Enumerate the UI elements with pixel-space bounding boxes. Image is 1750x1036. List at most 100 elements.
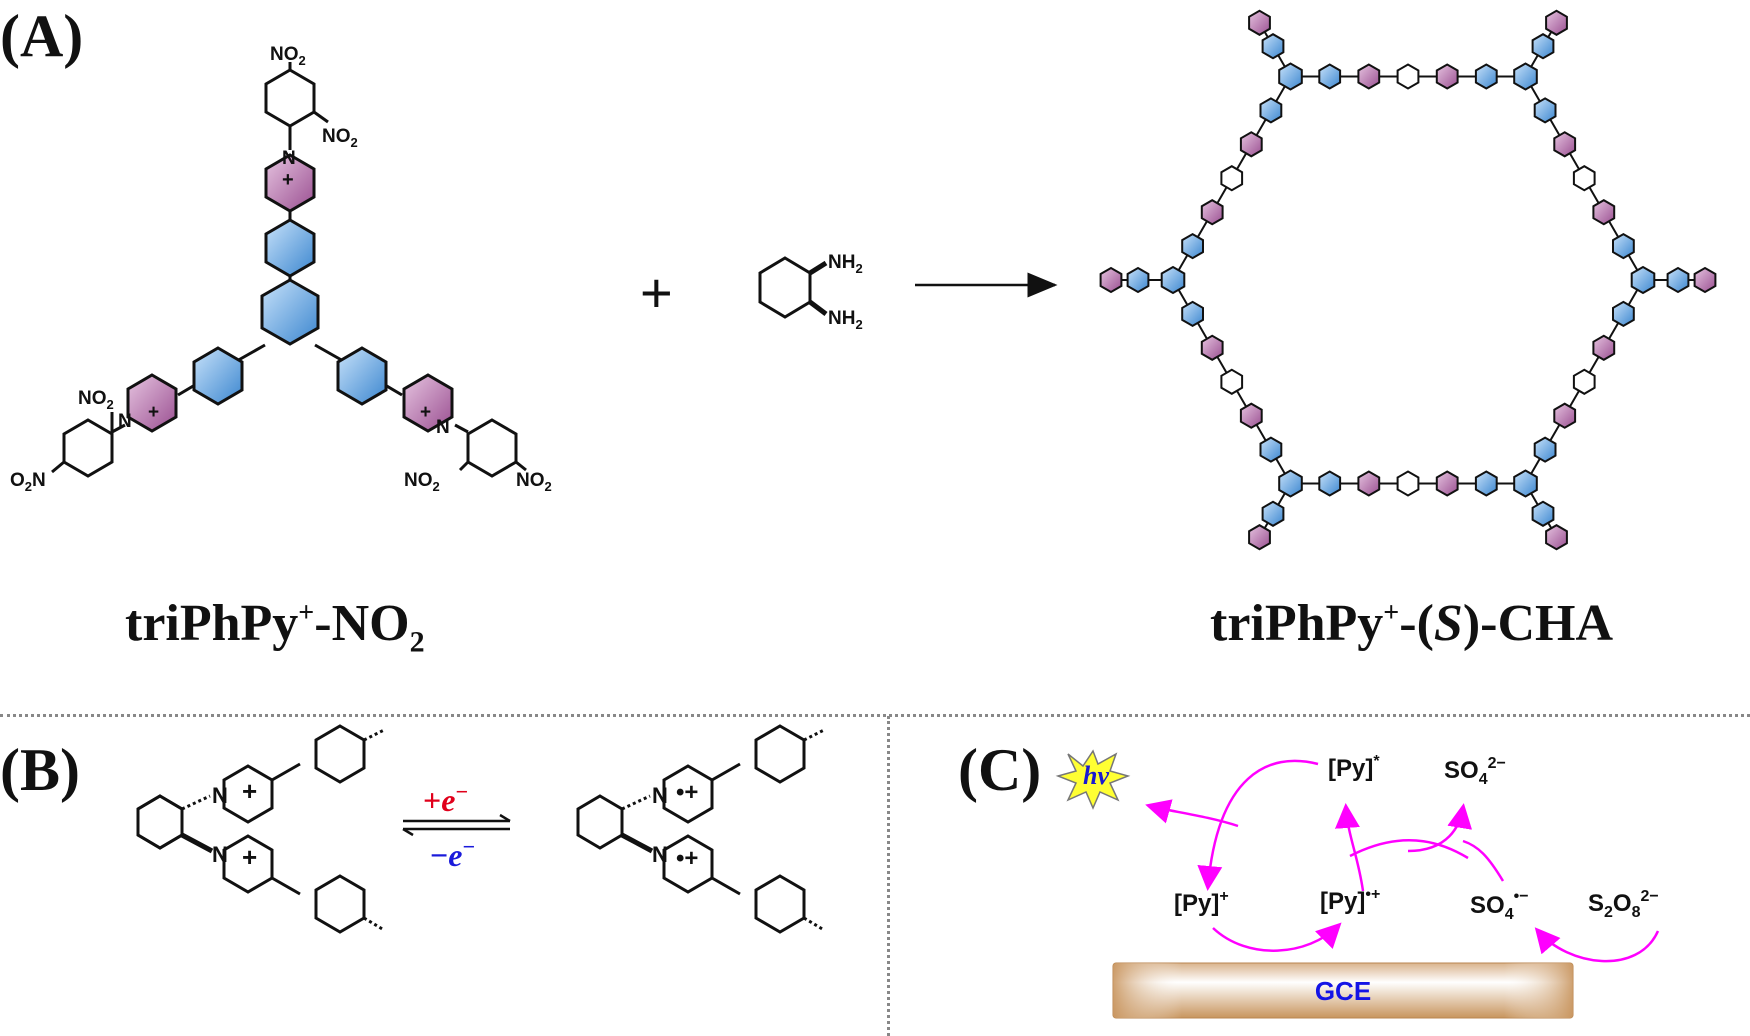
benzene-core [1160, 265, 1186, 295]
species-labels: [Py]* SO42− [Py]+ [Py]•+ SO4•− S2O82− [1174, 753, 1659, 923]
reaction-scheme: NO2 NO2 N + NO2 N + O2N + N NO2 NO2 + NH… [10, 9, 1717, 551]
right-atom-labels: N •+ N •+ [652, 779, 698, 872]
panel-label-c: (C) [958, 737, 1042, 803]
hv-star-icon [1055, 749, 1131, 810]
svg-text:+: + [148, 402, 159, 423]
pyridinium-ring [1435, 470, 1459, 497]
hv-label: hν [1083, 761, 1109, 790]
svg-text:N: N [118, 411, 132, 432]
pyridinium-ring [1592, 199, 1616, 226]
pyridinium-ring [1553, 131, 1577, 158]
svg-text:NO2: NO2 [78, 388, 114, 412]
pyridinium-ring [1357, 63, 1381, 90]
svg-text:SO4•−: SO4•− [1470, 888, 1529, 923]
phenyl-ring [1126, 266, 1150, 294]
horizontal-divider [0, 714, 1750, 717]
svg-text:+: + [420, 402, 431, 423]
svg-text:•+: •+ [676, 779, 698, 806]
redox-scheme: N + N + +e− −e− N •+ N •+ [136, 724, 825, 934]
cyclohexyl-ring [1396, 63, 1420, 90]
backward-label: −e− [430, 834, 475, 873]
diamine-molecule [758, 256, 828, 319]
mechanism-arrows [1145, 759, 1660, 963]
gce-electrode-shade [1113, 963, 1573, 1018]
phenyl-ring [1612, 232, 1635, 260]
pyridinium-ring [1592, 334, 1616, 361]
pyridinium-ring [1553, 402, 1577, 429]
panel-label-b: (B) [0, 737, 80, 803]
svg-text:NH2: NH2 [828, 308, 863, 332]
benzene-core [1278, 62, 1303, 91]
phenyl-ring [1612, 300, 1635, 328]
pyridinium-ring [1357, 470, 1381, 497]
pyridinium-ring [1239, 402, 1263, 429]
reactant-atom-labels: NO2 NO2 N + NO2 N + O2N + N NO2 NO2 [10, 44, 552, 494]
phenyl-ring [1474, 63, 1498, 90]
phenyl-ring [1474, 470, 1498, 497]
benzene-core [1278, 469, 1303, 498]
phenyl-ring [1181, 232, 1204, 260]
pyridinium-ring [1248, 524, 1271, 551]
phenyl-ring [1259, 97, 1283, 124]
cyclohexyl-ring [1572, 165, 1596, 192]
pyridinium-ring [1099, 266, 1123, 294]
cyclohexyl-ring [1220, 368, 1244, 395]
phenyl-ring [1318, 470, 1342, 497]
forward-label: +e− [423, 779, 468, 818]
pyridinium-ring [1200, 199, 1224, 226]
cyclohexyl-ring [1220, 165, 1244, 192]
svg-text:NO2: NO2 [404, 470, 440, 494]
cyclohexyl-ring [1396, 470, 1420, 497]
svg-text:S2O82−: S2O82− [1588, 888, 1659, 921]
svg-text:NH2: NH2 [828, 252, 863, 276]
reactant-molecule [51, 62, 527, 478]
benzene-core [1513, 469, 1538, 498]
svg-text:+: + [282, 169, 294, 191]
phenyl-ring [1261, 33, 1285, 60]
svg-text:NO2: NO2 [270, 44, 306, 68]
svg-text:•+: •+ [676, 845, 698, 872]
phenyl-ring [1531, 33, 1555, 60]
equilibrium-arrows [402, 813, 511, 837]
product-caption: triPhPy+-(S)-CHA [1210, 595, 1614, 652]
phenyl-ring [1533, 97, 1557, 124]
svg-text:[Py]+: [Py]+ [1174, 888, 1229, 917]
benzene-core [1630, 265, 1656, 295]
svg-text:O2N: O2N [10, 470, 46, 494]
cyclohexyl-ring [1572, 368, 1596, 395]
pyridinium-ring [1693, 266, 1717, 294]
left-atom-labels: N + N + [212, 776, 257, 872]
phenyl-ring [1666, 266, 1690, 294]
phenyl-ring [1531, 500, 1555, 527]
benzene-core [1513, 62, 1538, 91]
pyridinium-ring [1435, 63, 1459, 90]
svg-text:NO2: NO2 [516, 470, 552, 494]
reactant-caption: triPhPy+-NO2 [125, 595, 425, 659]
svg-text:[Py]•+: [Py]•+ [1320, 886, 1380, 915]
vertical-divider [887, 716, 890, 1036]
ecl-mechanism: GCE hν [Py]* SO42− [Py]+ [Py]•+ SO4•− S2… [1055, 749, 1660, 1019]
pyridinium-ring [1200, 334, 1224, 361]
svg-text:N: N [436, 417, 450, 438]
pyridinium-ring [1545, 9, 1568, 36]
pyridinium-ring [1239, 131, 1263, 158]
svg-text:N: N [212, 842, 228, 867]
svg-text:+: + [242, 776, 257, 806]
svg-text:N: N [652, 783, 668, 808]
svg-text:N: N [282, 148, 296, 169]
phenyl-ring [1181, 300, 1204, 328]
svg-text:NO2: NO2 [322, 126, 358, 150]
diamine-labels: NH2 NH2 [828, 252, 863, 332]
pyridinium-ring [1248, 9, 1271, 36]
phenyl-ring [1259, 436, 1283, 463]
product-framework [1099, 9, 1717, 551]
plus-sign: + [640, 261, 673, 324]
bipyridinium-radical-right [576, 724, 825, 934]
svg-text:SO42−: SO42− [1444, 755, 1506, 788]
svg-text:N: N [212, 783, 228, 808]
gce-label: GCE [1315, 976, 1371, 1006]
svg-text:N: N [652, 842, 668, 867]
pyridinium-ring [1545, 524, 1568, 551]
phenyl-ring [1533, 436, 1557, 463]
bipyridinium-reduced-left [136, 724, 385, 934]
